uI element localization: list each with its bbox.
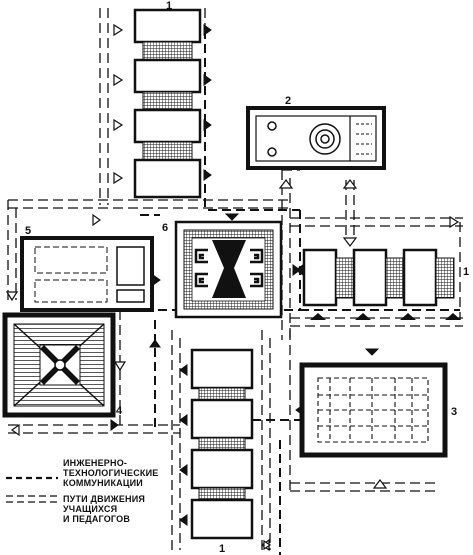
block-1-right bbox=[302, 248, 461, 320]
label-block-4: 4 bbox=[116, 405, 123, 417]
legend-paths: ПУТИ ДВИЖЕНИЯ УЧАЩИХСЯ И ПЕДАГОГОВ bbox=[63, 494, 145, 524]
pedestrian-arrows bbox=[5, 23, 460, 552]
block-1-top bbox=[133, 8, 202, 199]
block-3 bbox=[299, 362, 448, 458]
pedestrian-paths bbox=[7, 8, 463, 550]
legend-paths-line bbox=[6, 495, 58, 503]
legend-paths-line-2: УЧАЩИХСЯ bbox=[63, 504, 118, 514]
label-block-5: 5 bbox=[25, 225, 31, 237]
legend-paths-line-1: ПУТИ ДВИЖЕНИЯ bbox=[63, 494, 146, 504]
label-block-1-right: 1 bbox=[463, 266, 469, 278]
legend-paths-line-3: И ПЕДАГОГОВ bbox=[63, 514, 131, 524]
block-5 bbox=[20, 236, 154, 312]
direction-arrows bbox=[110, 24, 380, 526]
block-6 bbox=[174, 220, 283, 319]
legend-utilities-line-1: ИНЖЕНЕРНО- bbox=[63, 458, 128, 468]
label-block-2: 2 bbox=[285, 95, 291, 107]
block-2 bbox=[246, 106, 386, 170]
label-block-1-top: 1 bbox=[166, 0, 172, 12]
label-block-6: 6 bbox=[162, 222, 168, 234]
legend-utilities-line-3: КОММУНИКАЦИИ bbox=[63, 478, 143, 488]
label-block-1-bottom: 1 bbox=[219, 543, 225, 555]
block-4 bbox=[2, 312, 116, 418]
legend-symbols bbox=[6, 476, 58, 503]
legend-utilities-line-2: ТЕХНОЛОГИЧЕСКИЕ bbox=[63, 468, 159, 478]
block-1-bottom bbox=[190, 348, 254, 540]
label-block-3: 3 bbox=[451, 406, 457, 418]
legend-utilities: ИНЖЕНЕРНО- ТЕХНОЛОГИЧЕСКИЕ КОММУНИКАЦИИ bbox=[63, 458, 158, 488]
